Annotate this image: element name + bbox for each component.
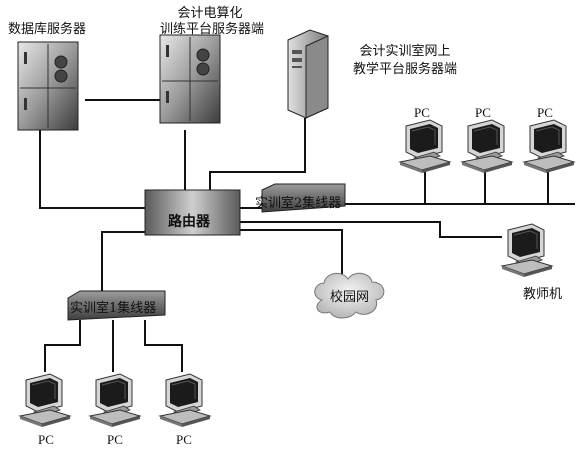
training-server-label-line1: 会计电算化 xyxy=(177,6,243,21)
campus-network-label: 校园网 xyxy=(330,290,370,305)
hub2-icon xyxy=(261,183,346,213)
pc-icon xyxy=(19,373,71,428)
database-server-label: 数据库服务器 xyxy=(8,22,87,37)
database-server-icon xyxy=(17,41,79,131)
online-server-label-line1: 会计实训室网上 xyxy=(359,44,451,59)
training-server-icon xyxy=(159,34,221,124)
link-db-router xyxy=(39,130,145,209)
pc-icon xyxy=(523,119,575,174)
pc-label: PC xyxy=(107,432,123,447)
pc-icon xyxy=(159,373,211,428)
pc-icon xyxy=(399,119,451,174)
pc-label: PC xyxy=(475,105,491,120)
link-hub1-pc1 xyxy=(44,320,81,372)
campus-cloud-icon xyxy=(314,272,385,319)
link-router-teacher xyxy=(240,221,502,238)
pc-label: PC xyxy=(176,432,192,447)
pc-label: PC xyxy=(38,432,54,447)
hub1-label: 实训室1集线器 xyxy=(70,301,157,316)
hub2-label: 实训室2集线器 xyxy=(255,196,342,211)
pc-label: PC xyxy=(537,105,553,120)
teacher-pc-icon xyxy=(501,223,553,278)
pc-label: PC xyxy=(414,105,430,120)
router-icon xyxy=(144,189,241,236)
pc-icon xyxy=(461,119,513,174)
hub1-icon xyxy=(67,290,166,321)
router-label: 路由器 xyxy=(168,214,210,230)
link-router-campus xyxy=(240,229,343,285)
training-server-label-line2: 训练平台服务器端 xyxy=(159,22,264,37)
link-router-hub1 xyxy=(101,231,145,292)
pc-icon xyxy=(89,373,141,428)
connection-lines xyxy=(39,99,575,372)
link-online-router xyxy=(209,118,306,190)
tower-server-icon xyxy=(287,29,329,119)
teacher-pc-label: 教师机 xyxy=(523,287,563,302)
link-hub1-pc3 xyxy=(144,320,183,372)
online-server-label-line2: 教学平台服务器端 xyxy=(352,62,457,77)
